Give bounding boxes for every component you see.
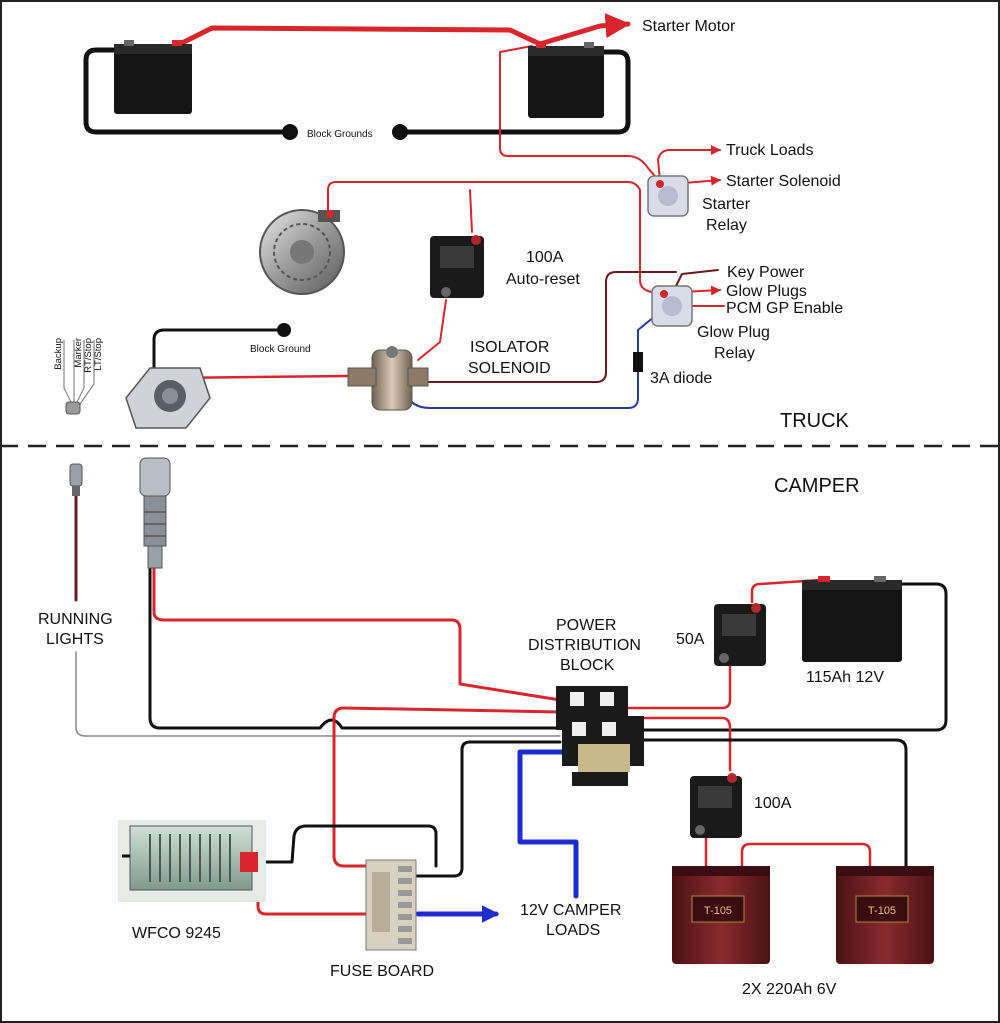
isolator-solenoid <box>347 346 429 411</box>
glow-plug-relay <box>651 285 693 327</box>
label-breaker-50a: 50A <box>676 631 705 648</box>
wire-pdb-fuse-black <box>414 740 562 878</box>
truck-battery-left <box>114 40 192 114</box>
battery-6v-right: T-105 <box>836 866 934 964</box>
label-pdb-line2: DISTRIBUTION <box>528 637 641 654</box>
wire-converter-red <box>256 864 372 916</box>
wire-ground-battery-115 <box>638 582 948 732</box>
alternator <box>259 209 345 295</box>
wire-truck-loads <box>657 145 721 181</box>
label-key-power: Key Power <box>727 264 805 281</box>
wire-battery-ground-left <box>83 47 293 135</box>
label-pdb-line3: BLOCK <box>560 657 615 674</box>
label-pcm-gp-enable: PCM GP Enable <box>726 300 843 317</box>
wire-50a-battery <box>750 578 822 604</box>
label-breaker-100a: 100A <box>526 249 564 266</box>
trailer-wire-legend: LT/Stop RT/Stop Marker Backup <box>53 338 104 415</box>
block-ground-dot-right <box>392 124 408 140</box>
label-camper-loads-line2: LOADS <box>546 922 600 939</box>
diode-3a <box>633 352 643 372</box>
wire-pdb-50a <box>618 662 732 710</box>
starter-relay <box>647 175 689 217</box>
trailer-wire-marker: Marker <box>73 338 84 368</box>
label-running-lights-line2: LIGHTS <box>46 631 104 648</box>
svg-text:T-105: T-105 <box>704 905 732 917</box>
label-camper-loads-line1: 12V CAMPER <box>520 902 621 919</box>
label-fuse-board: FUSE BOARD <box>330 963 434 980</box>
label-pdb-line1: POWER <box>556 617 616 634</box>
label-glow-plugs: Glow Plugs <box>726 283 807 300</box>
label-battery-115ah: 115Ah 12V <box>806 669 884 686</box>
truck-battery-right <box>528 42 604 118</box>
label-batteries-6v: 2X 220Ah 6V <box>742 981 837 998</box>
wire-plug-ground <box>148 564 562 730</box>
section-label-truck: TRUCK <box>780 410 850 432</box>
battery-115ah-12v <box>802 576 902 662</box>
block-ground-dot-left <box>282 124 298 140</box>
trailer-plug <box>139 457 171 569</box>
trailer-wire-backup: Backup <box>53 338 64 370</box>
battery-6v-left: T-105 <box>672 866 770 964</box>
wire-socket-ground <box>152 328 286 386</box>
svg-text:T-105: T-105 <box>868 905 896 917</box>
wire-running-lights-gray <box>75 651 561 737</box>
label-diode: 3A diode <box>650 370 712 387</box>
wire-plug-red <box>152 564 562 702</box>
label-isolator-line1: ISOLATOR <box>470 339 549 356</box>
wire-to-starter-relay <box>499 45 661 183</box>
trailer-socket <box>125 367 211 429</box>
wire-battery-series <box>740 842 872 872</box>
wire-ground-6v <box>638 738 908 870</box>
wire-camper-loads-blue <box>517 749 583 899</box>
wire-pdb-fuse-red <box>332 706 562 868</box>
wire-battery-positive <box>177 13 631 47</box>
label-isolator-line2: SOLENOID <box>468 360 551 377</box>
trailer-wire-lt-stop: LT/Stop <box>93 338 104 371</box>
wire-battery-ground-right <box>397 49 631 135</box>
label-breaker-auto-reset: Auto-reset <box>506 271 580 288</box>
block-ground-dot <box>277 323 291 337</box>
label-glow-plug-relay-line1: Glow Plug <box>697 324 770 341</box>
label-starter-relay-line2: Relay <box>706 217 747 234</box>
wire-converter-black <box>256 824 438 868</box>
breaker-100a-auto-reset <box>430 235 484 298</box>
wire-isolator-control <box>411 271 677 383</box>
wire-alternator-positive <box>327 181 665 297</box>
wire-key-power <box>667 269 719 297</box>
wire-alternator-breaker <box>469 189 473 233</box>
section-label-camper: CAMPER <box>774 475 860 497</box>
label-breaker-100a-camper: 100A <box>754 795 792 812</box>
label-starter-solenoid: Starter Solenoid <box>726 173 841 190</box>
camper-wires <box>74 492 948 923</box>
wire-pdb-100a <box>618 716 732 772</box>
label-wfco: WFCO 9245 <box>132 925 221 942</box>
trailer-wire-rt-stop: RT/Stop <box>83 338 94 373</box>
label-starter-relay-line1: Starter <box>702 196 751 213</box>
label-running-lights-line1: RUNNING <box>38 611 113 628</box>
wfco-converter <box>118 820 266 902</box>
wire-breaker-isolator <box>417 299 447 361</box>
label-block-grounds: Block Grounds <box>307 129 373 140</box>
breaker-50a <box>714 603 766 666</box>
label-glow-plug-relay-line2: Relay <box>714 345 755 362</box>
label-truck-loads: Truck Loads <box>726 142 813 159</box>
running-light <box>69 463 83 496</box>
power-distribution-block <box>556 686 644 786</box>
breaker-100a-camper <box>690 773 742 838</box>
label-starter-motor: Starter Motor <box>642 18 736 35</box>
fuse-board <box>365 859 417 951</box>
label-block-ground: Block Ground <box>250 344 311 355</box>
